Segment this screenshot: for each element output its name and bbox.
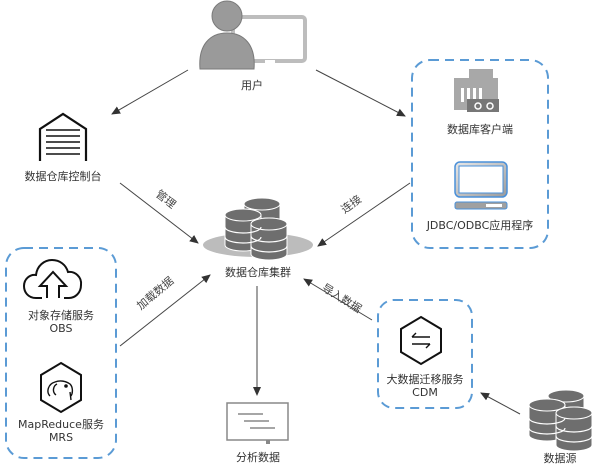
database-stack-icon [528, 389, 593, 452]
cdm-label: 大数据迁移服务 [386, 373, 464, 386]
user-with-laptop-icon [199, 0, 307, 70]
database-cluster-icon [203, 197, 313, 261]
report-document-icon [226, 402, 289, 444]
arrow-console-to-cluster [119, 182, 199, 244]
arrow-user-to-client [315, 69, 406, 117]
source-label: 数据源 [543, 452, 577, 465]
analysis-label: 分析数据 [236, 451, 280, 464]
monitor-icon [454, 161, 508, 210]
jdbc-label: JDBC/ODBC应用程序 [426, 219, 534, 232]
storage-group-box [5, 247, 117, 459]
arrow-client-to-cluster [317, 182, 411, 247]
obs-sublabel: OBS [49, 322, 73, 335]
user-label: 用户 [241, 79, 263, 92]
client-group-box [411, 59, 549, 249]
arrow-source-to-cdm [480, 392, 521, 415]
db-client-label: 数据库客户端 [447, 123, 513, 136]
cloud-upload-icon [22, 258, 83, 299]
mrs-label: MapReduce服务 [18, 418, 104, 431]
console-label: 数据仓库控制台 [24, 170, 102, 183]
cdm-sublabel: CDM [412, 386, 438, 399]
cdm-group-box [377, 299, 473, 409]
exchange-hexagon-icon [400, 315, 442, 366]
mrs-sublabel: MRS [48, 431, 74, 444]
warehouse-icon [38, 112, 88, 161]
elephant-hexagon-icon [40, 361, 82, 414]
arrow-cdm-to-cluster [303, 278, 373, 321]
obs-label: 对象存储服务 [28, 309, 94, 322]
arrow-storage-to-cluster [119, 274, 211, 347]
cluster-label: 数据仓库集群 [225, 266, 291, 279]
arrow-user-to-console [111, 69, 189, 115]
database-client-icon [454, 69, 499, 112]
